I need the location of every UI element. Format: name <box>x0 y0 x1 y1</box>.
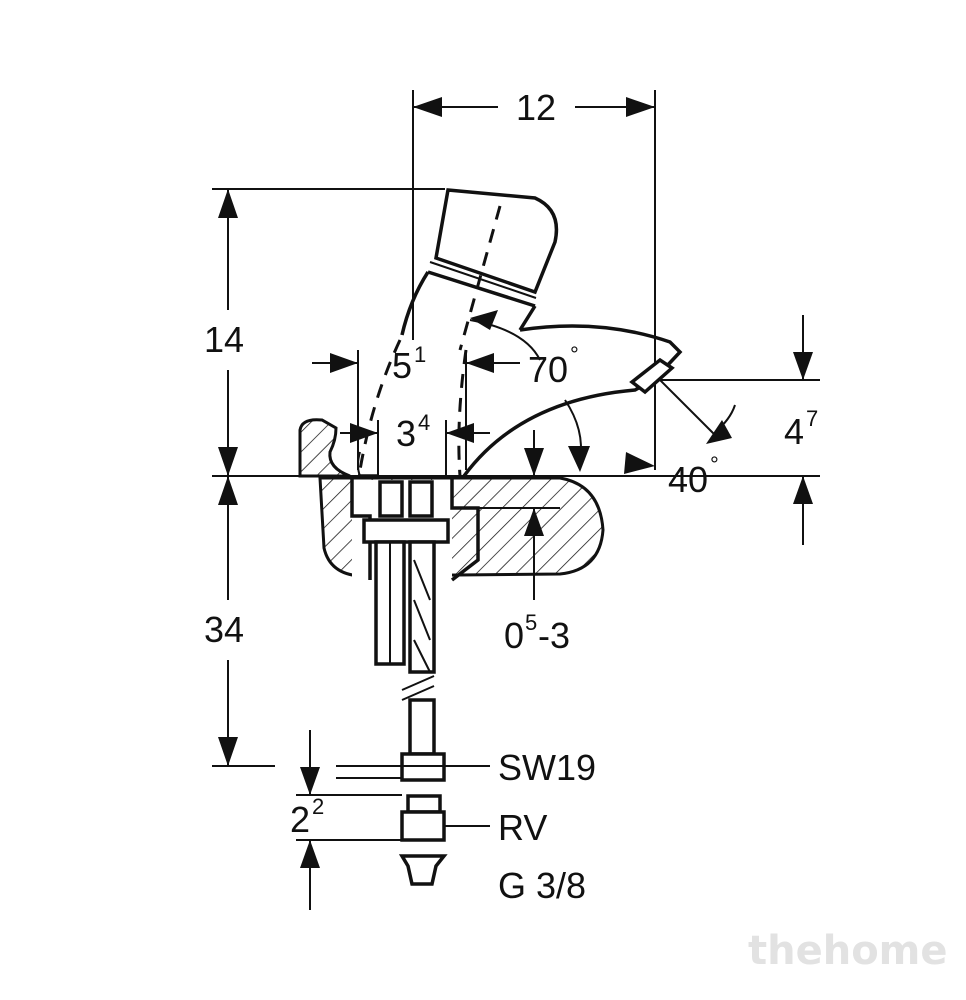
angle-upper-degree: ° <box>570 342 579 367</box>
dim-bottom-offset: 2 <box>290 799 310 840</box>
dim-right-height-sup: 7 <box>806 406 818 431</box>
dimension-lines <box>218 97 813 910</box>
dim-thickness-suffix: -3 <box>538 615 570 656</box>
label-nut: SW19 <box>498 747 596 788</box>
dim-right-height: 4 <box>784 411 804 452</box>
connection-assembly <box>296 480 490 886</box>
faucet-body <box>357 188 736 478</box>
label-valve: RV <box>498 807 547 848</box>
dim-height-lower: 34 <box>204 609 244 650</box>
dim-spout-outer: 5 <box>392 345 412 386</box>
angle-upper: 70 <box>528 349 568 390</box>
dim-spout-inner: 3 <box>396 413 416 454</box>
watermark: thehome <box>748 928 948 974</box>
dim-spout-outer-sup: 1 <box>414 342 426 367</box>
dim-width-top: 12 <box>516 87 556 128</box>
angle-lower-degree: ° <box>710 452 719 477</box>
basin-section <box>298 418 605 582</box>
label-thread: G 3/8 <box>498 865 586 906</box>
angle-lower: 40 <box>668 459 708 500</box>
dim-bottom-offset-sup: 2 <box>312 794 324 819</box>
dim-thickness-sup: 5 <box>525 610 537 635</box>
dim-thickness: 0 <box>504 615 524 656</box>
dim-height-upper: 14 <box>204 319 244 360</box>
dim-spout-inner-sup: 4 <box>418 410 430 435</box>
